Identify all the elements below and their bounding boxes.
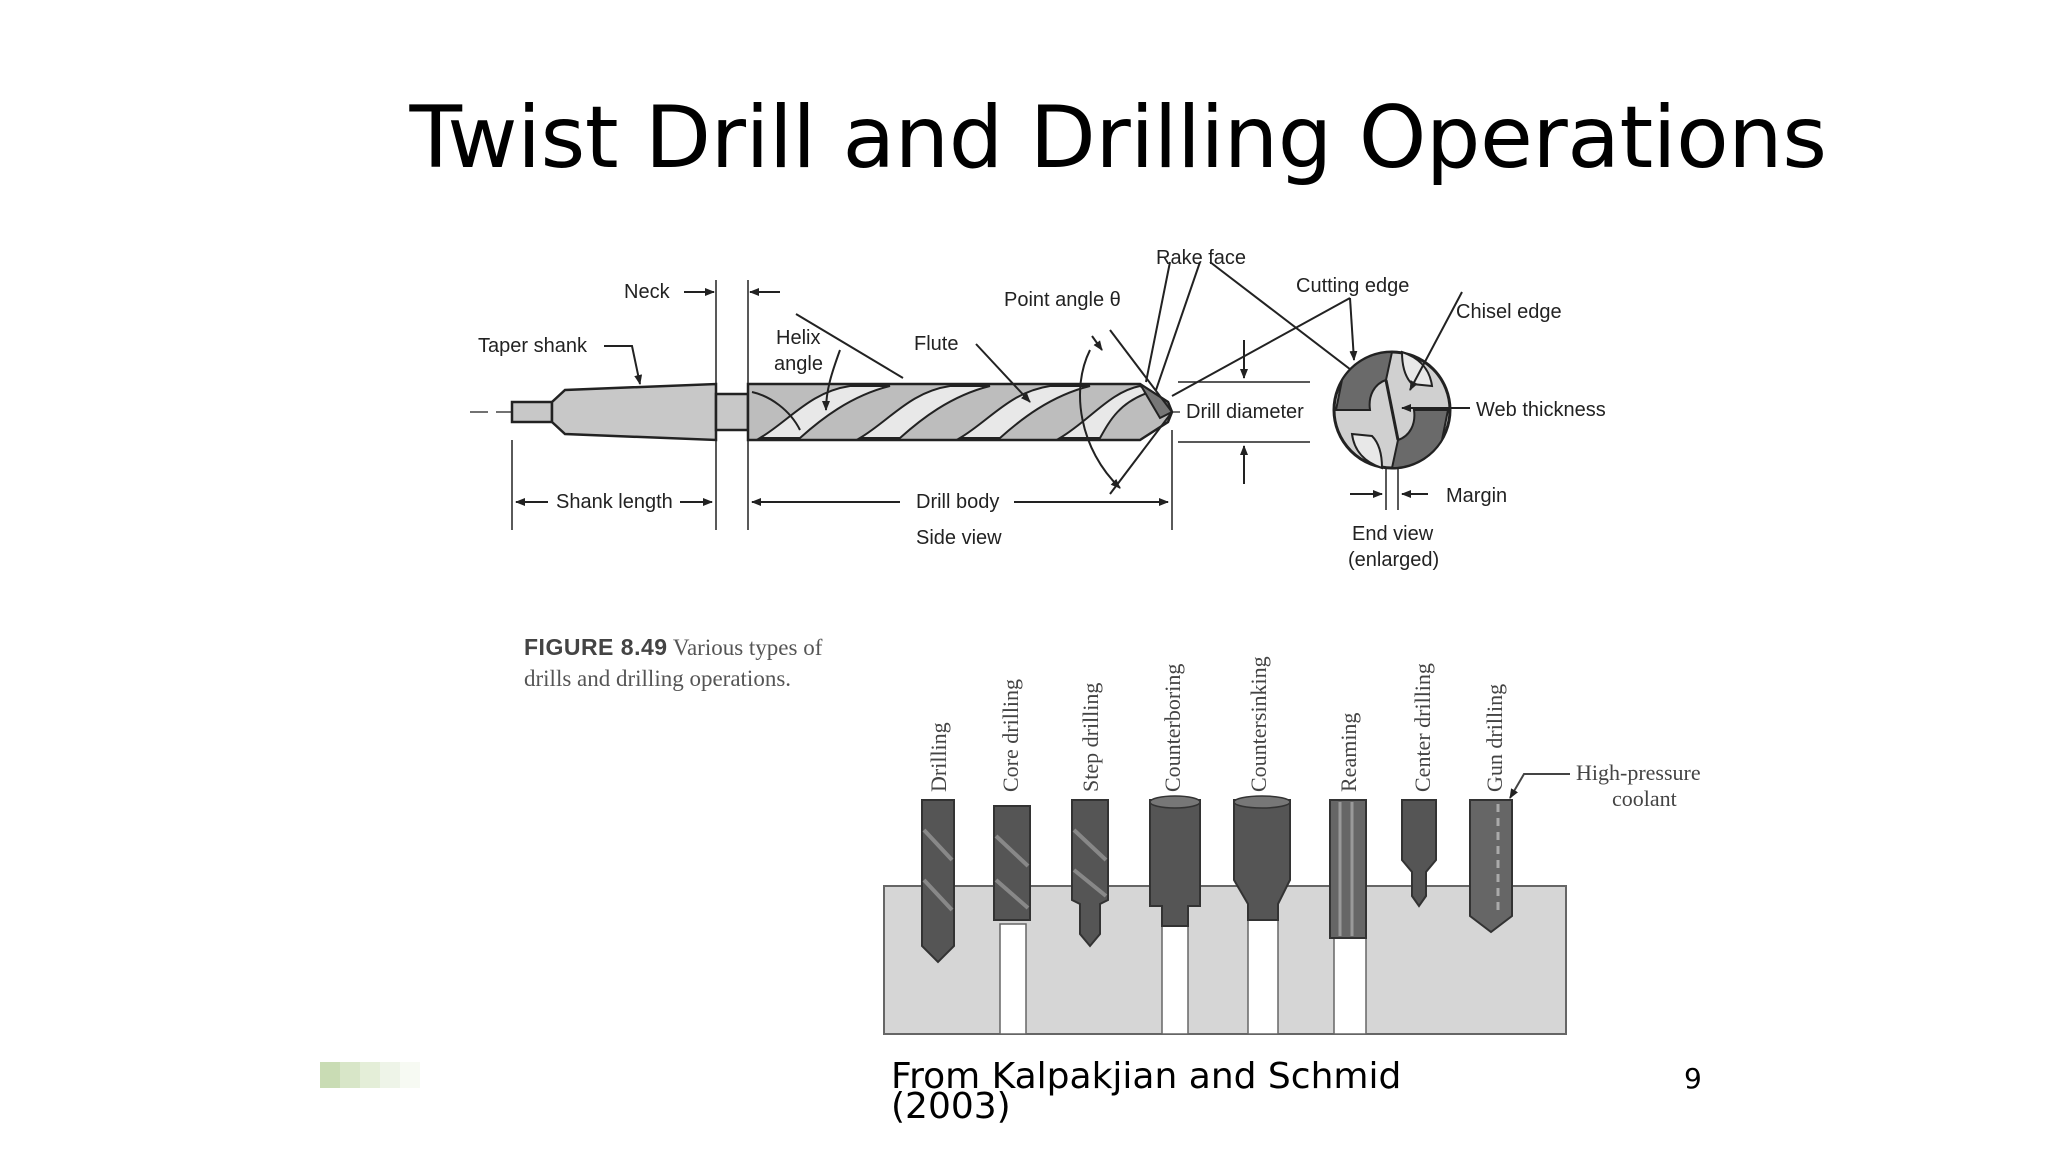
op-label-step-drilling: Step drilling — [1078, 683, 1103, 792]
label-neck: Neck — [624, 281, 671, 303]
tool-reaming — [1329, 799, 1367, 939]
tool-step-drilling — [1071, 799, 1109, 948]
label-high-pressure: High-pressure — [1576, 760, 1701, 785]
drill-side-view — [470, 261, 1373, 530]
workpiece-block — [883, 885, 1567, 1035]
drill-taper-shank — [550, 382, 718, 442]
tool-core-drilling — [993, 805, 1031, 921]
op-label-counterboring: Counterboring — [1160, 664, 1185, 792]
op-label-countersinking: Countersinking — [1246, 656, 1271, 792]
label-end-view-enlarged: (enlarged) — [1348, 549, 1439, 571]
tool-center-drilling — [1401, 799, 1437, 908]
label-shank-length: Shank length — [556, 491, 673, 513]
label-coolant: coolant — [1612, 786, 1677, 811]
op-label-gun-drilling: Gun drilling — [1482, 684, 1507, 792]
tool-countersinking — [1233, 795, 1291, 921]
label-flute: Flute — [914, 333, 958, 355]
label-helix-angle-2: angle — [774, 353, 823, 375]
label-chisel-edge: Chisel edge — [1456, 301, 1562, 323]
label-cutting-edge: Cutting edge — [1296, 275, 1409, 297]
drill-end-view — [1332, 291, 1470, 510]
op-label-center-drilling: Center drilling — [1410, 663, 1435, 792]
drill-tang — [510, 400, 554, 424]
label-drill-diameter: Drill diameter — [1186, 401, 1304, 423]
op-label-reaming: Reaming — [1336, 713, 1361, 792]
label-margin: Margin — [1446, 485, 1507, 507]
label-end-view: End view — [1352, 523, 1434, 545]
drill-flutes — [751, 384, 1153, 439]
label-point-angle: Point angle θ — [1004, 289, 1121, 311]
label-web-thickness: Web thickness — [1476, 399, 1606, 421]
tool-gun-drilling — [1469, 799, 1513, 934]
tool-counterboring — [1149, 795, 1201, 927]
label-side-view: Side view — [916, 527, 1002, 549]
slide-title: Twist Drill and Drilling Operations — [409, 88, 1828, 188]
decorative-gradient-bar — [320, 1062, 420, 1088]
figure-caption: FIGURE 8.49 Various types of drills and … — [524, 632, 844, 694]
figure-caption-label: FIGURE 8.49 — [524, 634, 668, 660]
side-view-labels: Neck Taper shank Helix angle Flute Point… — [478, 247, 1606, 571]
label-drill-body: Drill body — [916, 491, 999, 513]
label-rake-face: Rake face — [1156, 247, 1246, 269]
drilling-operations-panel: Drilling Core drilling Step drilling Cou… — [883, 656, 1701, 1035]
page-number: 9 — [1684, 1062, 1702, 1095]
tool-drilling — [921, 799, 955, 964]
source-citation: From Kalpakjian and Schmid (2003) — [891, 1056, 1402, 1127]
op-label-core-drilling: Core drilling — [998, 679, 1023, 792]
op-label-drilling: Drilling — [926, 722, 951, 792]
drill-neck — [714, 392, 750, 432]
label-taper-shank: Taper shank — [478, 335, 588, 357]
figure-caption-text: Various types of drills and drilling ope… — [524, 635, 823, 691]
label-helix-angle-1: Helix — [776, 327, 820, 349]
